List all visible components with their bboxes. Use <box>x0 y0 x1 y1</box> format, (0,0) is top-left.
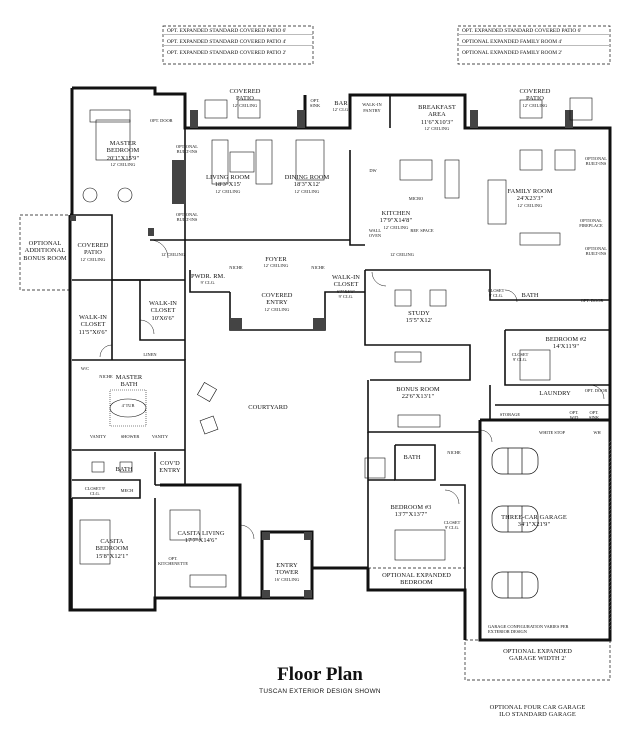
tag-niche: NICHE <box>229 265 243 270</box>
tag-storage: STORAGE <box>499 412 521 417</box>
tag-niche: NICHE <box>311 265 325 270</box>
tag-mech: MECH <box>120 488 134 493</box>
garage-cars <box>491 447 539 599</box>
room-bath-casita: BATH <box>115 466 133 473</box>
tag-opt-door: OPT. DOOR <box>150 118 173 123</box>
tag-vanity: VANITY <box>89 434 107 439</box>
tag-ceiling: 12' CEILING <box>161 252 185 257</box>
tag-closet: CLOSET 9' CLG. <box>84 486 106 496</box>
tag-optional-built-ins: OPTIONAL BUILT-INS <box>585 246 607 256</box>
tag-wc: W/C <box>80 366 90 371</box>
right-family-options: OPT. EXPANDED STANDARD COVERED PATIO 6' … <box>458 26 610 64</box>
tag-niche: NICHE <box>99 374 113 379</box>
tag-ref-space: REF. SPACE <box>410 228 434 233</box>
plan-subtitle: TUSCAN EXTERIOR DESIGN SHOWN <box>259 688 381 695</box>
exterior-walls <box>68 86 612 642</box>
tag-garage-configuration: GARAGE CONFIGURATION VARIES PER EXTERIOR… <box>488 624 569 634</box>
option-label: OPT. EXPANDED STANDARD COVERED PATIO 6' <box>163 26 313 36</box>
tag-micro: MICRO <box>408 196 424 201</box>
room-bath-center: BATH <box>403 454 421 461</box>
tag-wh: WH <box>593 430 601 435</box>
tag-opt-door: OPT. DOOR <box>580 298 604 303</box>
left-patio-options: OPT. EXPANDED STANDARD COVERED PATIO 6' … <box>163 26 313 64</box>
tag-ceiling: 12' CEILING <box>390 252 414 257</box>
tag-closet: CLOSET 9' CLG. <box>443 520 461 530</box>
plan-title: Floor Plan <box>277 664 363 685</box>
option-label: OPTIONAL EXPANDED FAMILY ROOM 4' <box>458 35 610 47</box>
right-option-frame <box>457 25 611 65</box>
room-courtyard: COURTYARD <box>248 404 288 411</box>
tag-opt-door: OPT. DOOR <box>584 388 608 393</box>
tag-wall-oven: WALL OVEN <box>368 228 382 238</box>
option-label: OPT. EXPANDED STANDARD COVERED PATIO 4' <box>163 35 313 47</box>
tag-tub: 4' TUB <box>121 403 135 408</box>
option-label: OPTIONAL EXPANDED FAMILY ROOM 2' <box>462 50 563 57</box>
columns <box>70 110 573 598</box>
left-option-frame <box>162 25 314 65</box>
tag-optional-built-ins: OPTIONAL BUILT-INS <box>176 144 198 154</box>
furniture <box>79 97 593 588</box>
opt-bonus-frame <box>19 214 71 291</box>
tag-opt-kitchenette: OPT. KITCHENETTE <box>158 556 188 566</box>
tag-shower: SHOWER <box>120 434 140 439</box>
room-laundry: LAUNDRY <box>539 390 571 397</box>
tag-opt-sink: OPT. SINK <box>309 98 321 108</box>
tag-opt-wd: OPT. W/D <box>569 410 579 420</box>
tag-white-stop: WHITE STOP <box>539 430 565 435</box>
tag-optional-built-ins: OPTIONAL BUILT-INS <box>176 212 198 222</box>
tag-optional-fireplace: OPTIONAL FIREPLACE <box>579 218 603 228</box>
room-powder-room: PWDR. RM.9' CLG. <box>190 273 226 286</box>
tag-linen: LINEN <box>143 352 157 357</box>
room-bath-right: BATH <box>521 292 539 299</box>
tag-vanity: VANITY <box>151 434 169 439</box>
tag-optional-built-ins: OPTIONAL BUILT-INS <box>585 156 607 166</box>
door-swings <box>99 239 605 540</box>
tag-closet: CLOSET 9' CLG. <box>511 352 529 362</box>
option-label: OPT. EXPANDED STANDARD COVERED PATIO 6' <box>458 26 610 36</box>
tag-dw: DW <box>369 168 377 173</box>
tag-closet: CLOSET 9' CLG. <box>487 288 505 298</box>
tag-niche: NICHE <box>447 450 461 455</box>
option-label: OPT. EXPANDED STANDARD COVERED PATIO 2' <box>167 50 287 57</box>
opt-four-car-frame <box>464 639 611 681</box>
tag-opt-sink: OPT. SINK <box>588 410 600 420</box>
